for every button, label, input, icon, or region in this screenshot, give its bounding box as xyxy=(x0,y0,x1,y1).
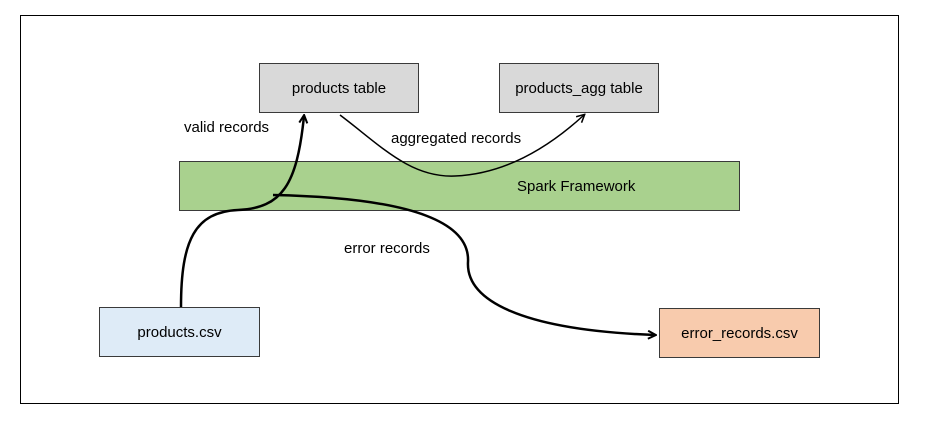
products-agg-table-box: products_agg table xyxy=(499,63,659,113)
products-csv-box: products.csv xyxy=(99,307,260,357)
valid-records-label: valid records xyxy=(184,119,270,136)
products-agg-table-label: products_agg table xyxy=(515,79,643,97)
products-csv-label: products.csv xyxy=(137,323,222,341)
spark-framework-label: Spark Framework xyxy=(517,177,636,195)
products-table-box: products table xyxy=(259,63,419,113)
error-records-csv-label: error_records.csv xyxy=(681,324,798,342)
aggregated-records-label: aggregated records xyxy=(391,130,522,147)
error-records-csv-box: error_records.csv xyxy=(659,308,820,358)
products-table-label: products table xyxy=(291,79,387,97)
error-records-label: error records xyxy=(344,240,430,257)
spark-framework-box: Spark Framework xyxy=(179,161,740,211)
